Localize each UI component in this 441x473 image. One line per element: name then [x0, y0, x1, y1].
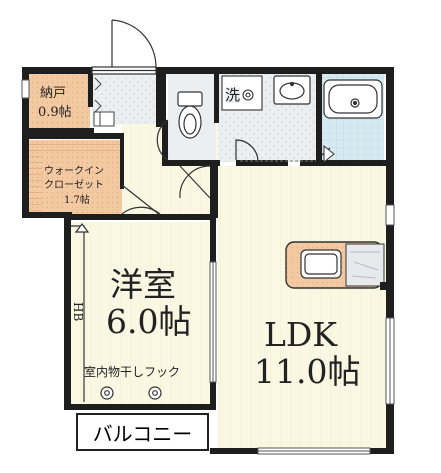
closet-hb-outline: [70, 223, 90, 402]
walk-in-closet-floor: [28, 140, 122, 214]
western-room-name: 洋室: [110, 265, 176, 304]
ldk-floor: [218, 166, 386, 448]
drying-hook-icon: [100, 386, 162, 400]
western-room-floor: [70, 222, 214, 408]
toilet-icon: [177, 91, 203, 139]
drying-hooks-label: 室内物干しフック: [84, 365, 181, 379]
western-room-size: 6.0帖: [106, 302, 192, 341]
balcony-label: バルコニー: [76, 413, 209, 451]
entrance-step: [93, 77, 115, 127]
storage-name: 納戸: [40, 86, 67, 101]
walk-in-closet-size: 1.7帖: [64, 195, 90, 206]
washbasin-icon: [273, 75, 311, 105]
windows: [21, 79, 395, 455]
ldk-name: LDK: [264, 315, 338, 354]
washroom-label: 洗: [225, 86, 241, 104]
storage-size: 0.9帖: [38, 105, 72, 120]
hb-label: HB: [71, 302, 85, 322]
bathtub-icon: [323, 79, 383, 119]
ldk-size: 11.0帖: [254, 352, 361, 391]
entrance-door-icon: [91, 19, 157, 75]
walk-in-closet-name-line2: クローゼット: [44, 180, 104, 191]
storage-floor: [28, 74, 90, 129]
kitchen-sink-icon: [300, 249, 342, 279]
walk-in-closet-name-line1: ウォークイン: [44, 166, 104, 177]
